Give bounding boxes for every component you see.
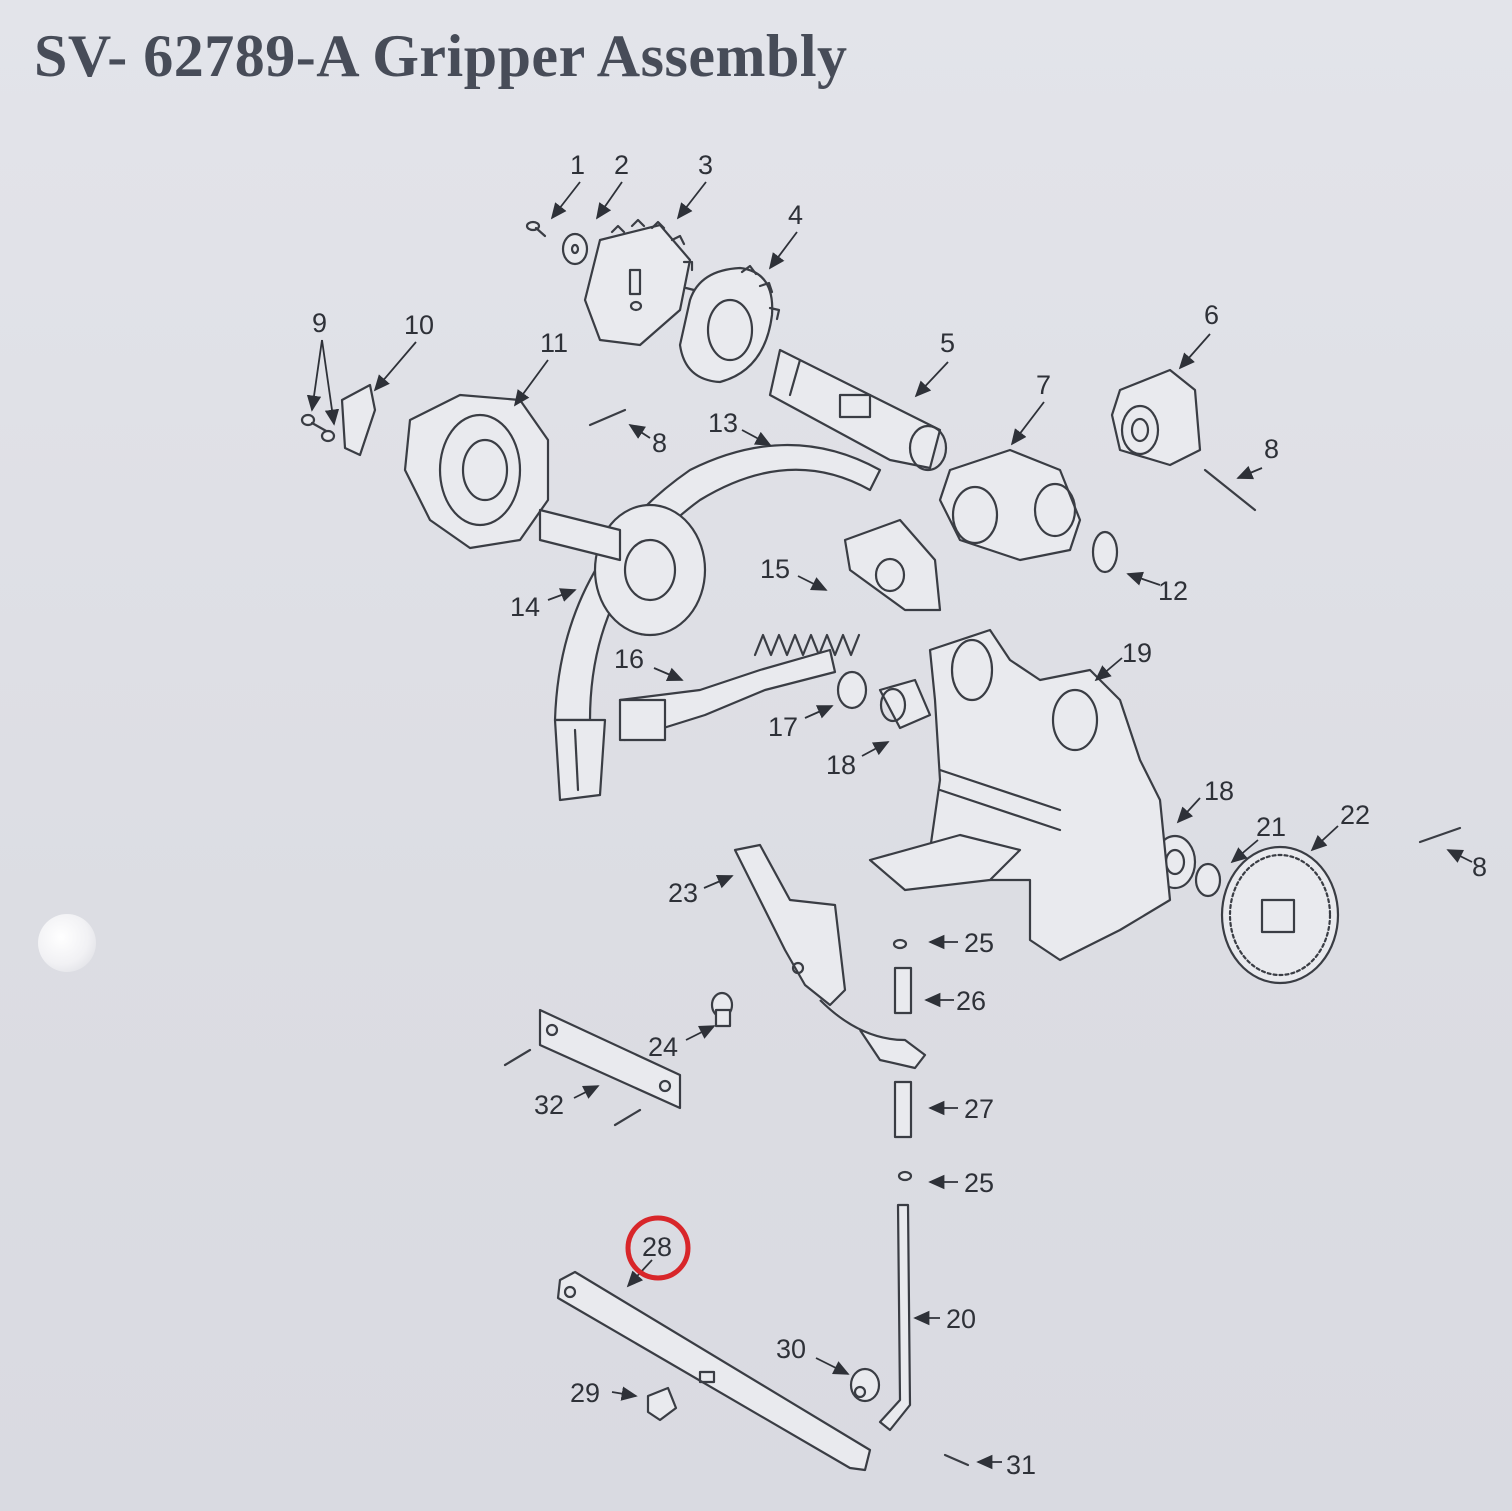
callout-32: 32 [534,1090,564,1120]
callout-21: 21 [1256,812,1286,842]
callout-15: 15 [760,554,790,584]
callout-8-gear: 8 [1472,852,1487,882]
callout-22: 22 [1340,800,1370,830]
part-shaft-tube-5 [768,348,948,472]
callout-31: 31 [1006,1450,1036,1480]
callout-7: 7 [1036,370,1051,400]
part-clip-25b [897,1170,913,1182]
part-pin-8a [588,408,627,427]
callout-5: 5 [940,328,955,358]
part-washer-2 [561,232,589,266]
part-lever-plate-23 [733,843,847,1007]
part-large-gear-22 [1220,845,1340,985]
callout-4: 4 [788,200,803,230]
callout-6: 6 [1204,300,1219,330]
part-main-frame-19 [868,628,1172,962]
callout-13: 13 [708,408,738,438]
part-washer-21 [1194,862,1222,898]
callout-8-right: 8 [1264,434,1279,464]
part-clip-10 [340,383,377,457]
highlight-circle-28 [625,1215,691,1281]
part-long-arm-28 [556,1270,872,1472]
part-latch-29 [646,1386,678,1422]
part-screws-9 [300,413,336,443]
part-cross-housing-7 [938,448,1082,562]
callout-14: 14 [510,592,540,622]
callout-23: 23 [668,878,698,908]
callout-28: 28 [642,1232,672,1262]
callout-10: 10 [404,310,434,340]
part-pin-8c [1418,826,1462,844]
callout-2: 2 [614,150,629,180]
callout-20: 20 [946,1304,976,1334]
callout-9: 9 [312,308,327,338]
part-bracket-32 [503,1008,682,1127]
part-spring-15 [753,633,861,657]
callout-8-left: 8 [652,428,667,458]
callout-24: 24 [648,1032,678,1062]
part-bracket-6 [1110,368,1202,467]
part-pin-8b [1203,468,1257,512]
part-drive-gear-14 [538,503,707,637]
callout-11: 11 [540,328,568,358]
part-gear-plate-3 [583,218,696,347]
callout-19: 19 [1122,638,1152,668]
part-clip-25a [892,938,908,950]
part-bushing-18a [878,678,932,730]
part-curved-arm-13 [553,444,882,802]
part-plunger-16 [618,648,837,742]
part-link-arm [819,999,927,1070]
callout-12: 12 [1158,576,1188,606]
callout-1: 1 [570,150,585,180]
callout-30: 30 [776,1334,806,1364]
part-rod-20 [878,1203,912,1432]
callout-25-top: 25 [964,928,994,958]
binder-punch-hole [38,914,96,972]
callout-27: 27 [964,1094,994,1124]
part-screw-31 [943,1453,970,1467]
callout-18-bushing: 18 [826,750,856,780]
part-gear-ring-4 [678,264,781,384]
leader-lines [306,181,1473,1470]
part-spring-26 [893,966,913,1015]
callout-17: 17 [768,712,798,742]
part-washer-17 [836,670,868,710]
page-title: SV- 62789-A Gripper Assembly [34,23,848,89]
callout-16: 16 [614,644,644,674]
callout-3: 3 [698,150,713,180]
part-spring-27 [893,1080,913,1139]
callout-29: 29 [570,1378,600,1408]
callout-18-frame: 18 [1204,776,1234,806]
part-cam-plate [843,518,942,612]
part-small-gear-12 [1091,530,1119,574]
part-bushing-30 [849,1367,881,1403]
callout-25-bottom: 25 [964,1168,994,1198]
part-screw-1 [525,220,547,238]
callout-26: 26 [956,986,986,1016]
part-hub-housing-11 [403,393,550,550]
part-knob-24 [710,991,734,1028]
